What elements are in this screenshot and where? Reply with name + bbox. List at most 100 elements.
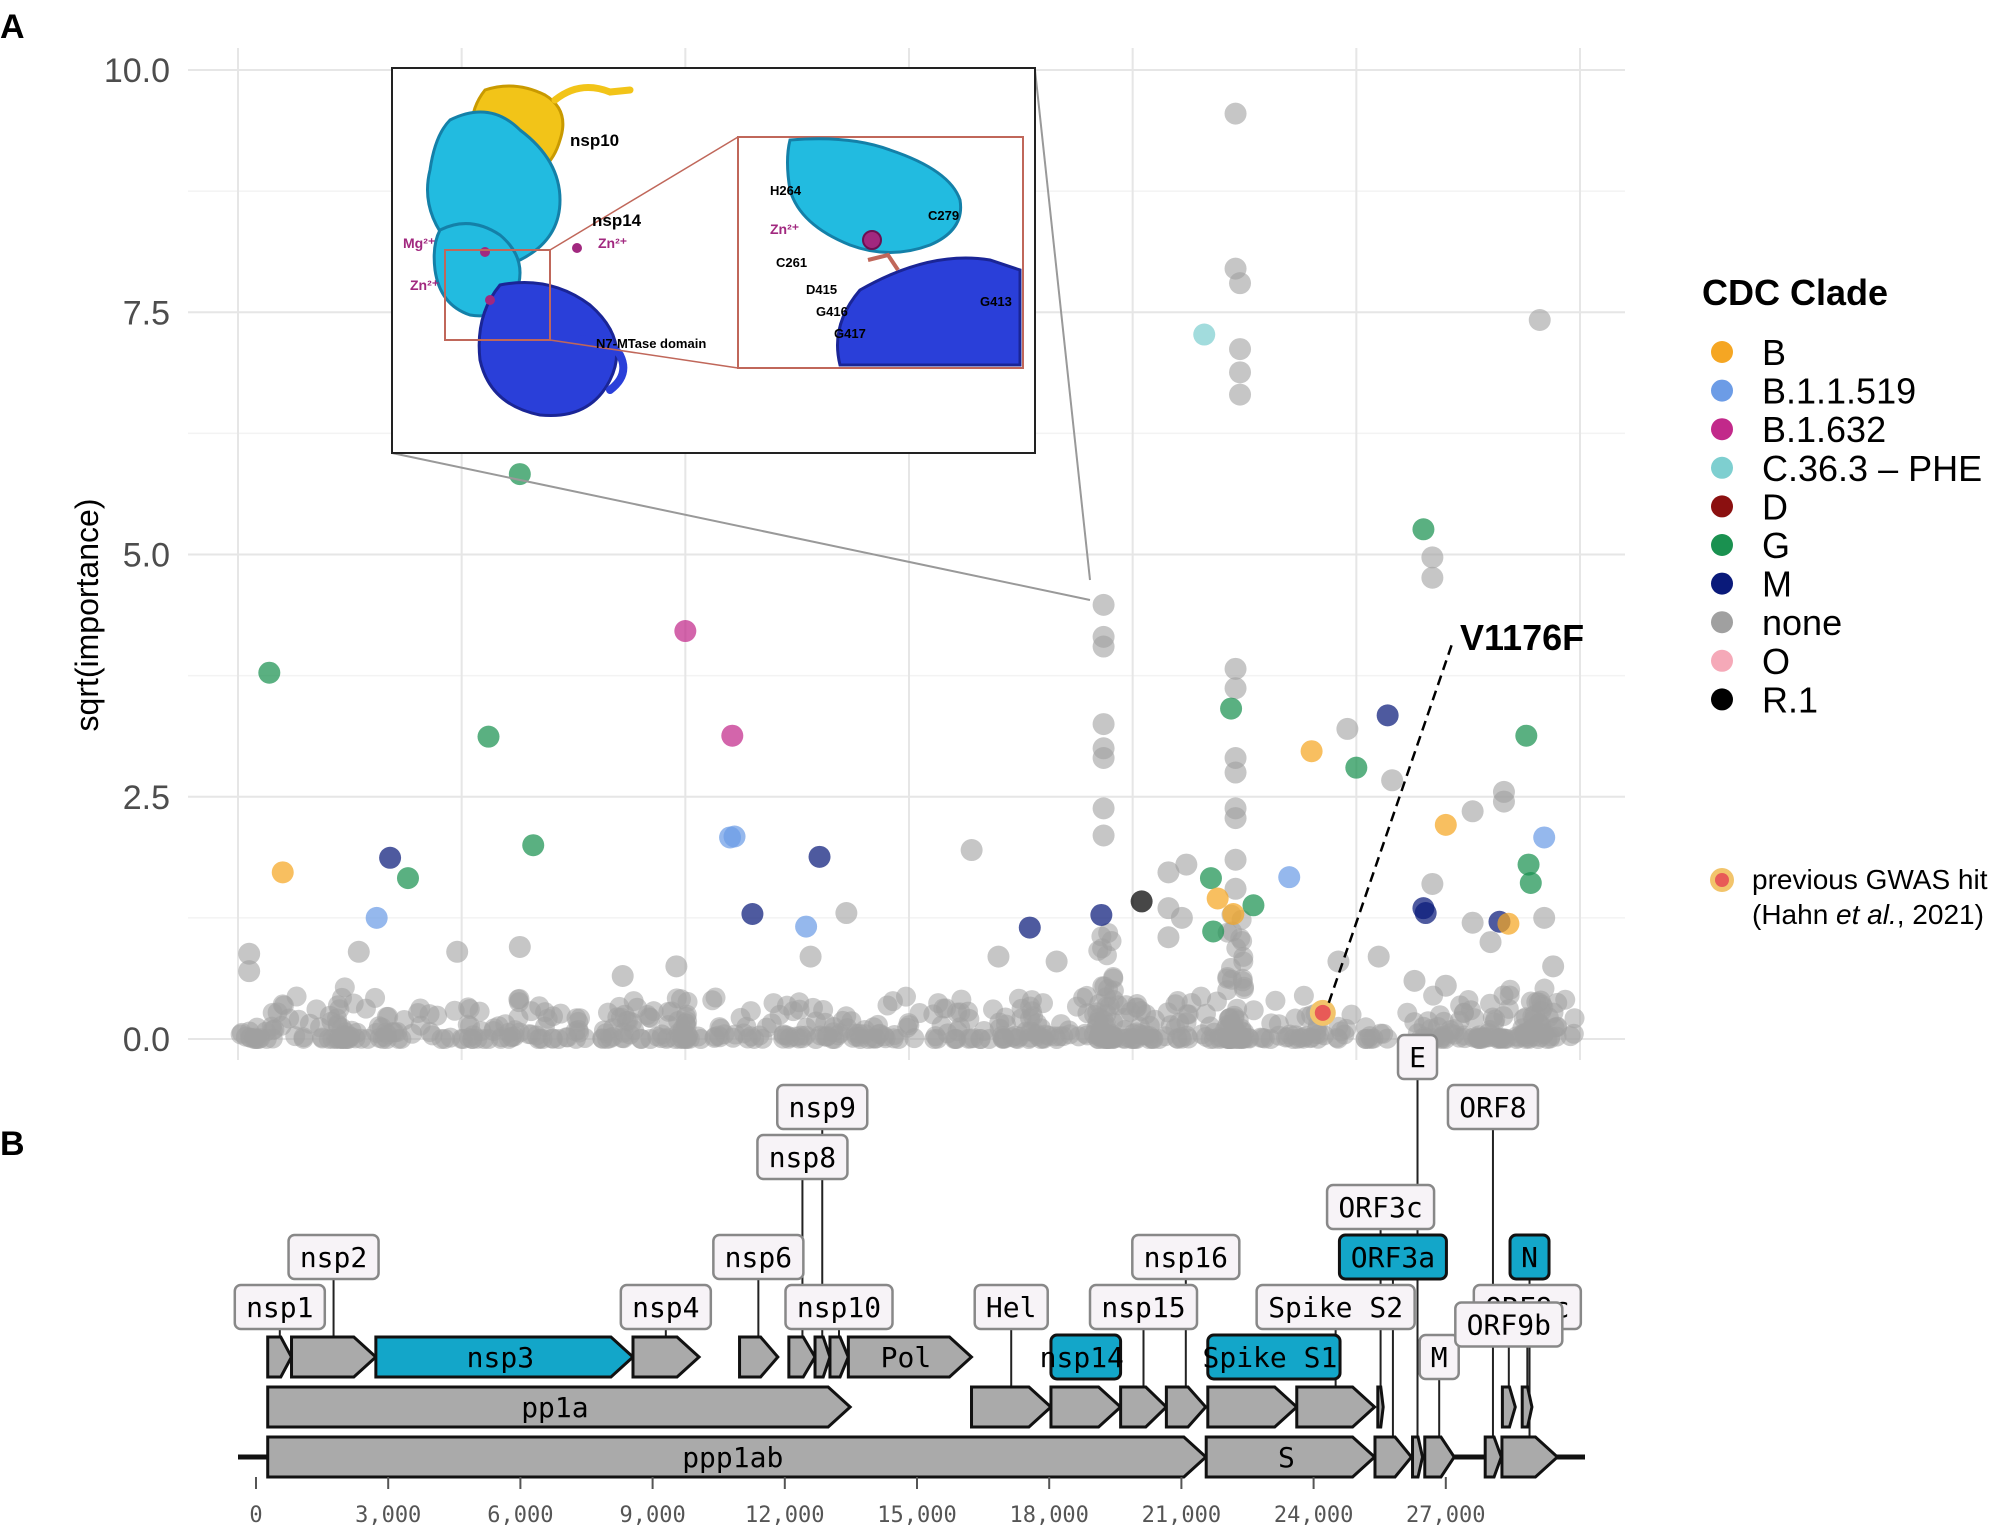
data-point-background	[1020, 1008, 1041, 1029]
data-point	[1092, 797, 1115, 820]
data-point	[271, 861, 294, 884]
data-point-background	[1534, 978, 1555, 999]
callout-box	[1337, 1233, 1448, 1281]
gene-arrow	[1520, 1385, 1534, 1429]
data-point-background	[542, 1028, 563, 1049]
data-point	[1175, 853, 1198, 876]
data-point-background	[335, 1025, 356, 1046]
data-point-background	[925, 1026, 946, 1047]
data-point-background	[1377, 1028, 1398, 1049]
data-point-background	[723, 1027, 744, 1048]
gene-label: nsp14	[1040, 1341, 1124, 1374]
data-point	[1202, 920, 1225, 943]
data-point-background	[950, 1017, 971, 1038]
callout-box	[1418, 1333, 1460, 1381]
callout-label: nsp8	[769, 1141, 836, 1174]
data-point-background	[1265, 990, 1286, 1011]
data-point-background	[877, 995, 898, 1016]
gene-arrow	[1164, 1385, 1208, 1429]
gene-label: Spike S1	[1202, 1341, 1337, 1374]
gene-arrow	[1206, 1385, 1299, 1429]
callout-label: Spike S2	[1268, 1291, 1403, 1324]
x-tick-label: 12,000	[745, 1503, 824, 1528]
data-point	[446, 940, 469, 963]
data-point-background	[1355, 1017, 1376, 1038]
data-point-background	[1285, 1008, 1306, 1029]
data-point	[238, 942, 261, 965]
x-tick-label: 15,000	[877, 1503, 956, 1528]
data-point-background	[444, 1000, 465, 1021]
callout-label: nsp16	[1144, 1241, 1228, 1274]
data-point-background	[1293, 985, 1314, 1006]
data-point-background	[823, 1017, 844, 1038]
gene-arrow	[738, 1335, 780, 1379]
data-point-background	[508, 992, 529, 1013]
legend-swatch	[1711, 572, 1733, 595]
gene-arrow	[828, 1335, 850, 1379]
residue-g417: G417	[834, 326, 866, 341]
gwas-legend: previous GWAS hit (Hahn et al., 2021)	[1710, 864, 1988, 930]
data-point	[1193, 323, 1216, 346]
gwas-legend-line1: previous GWAS hit	[1752, 864, 1988, 895]
data-point-background	[630, 1028, 651, 1049]
data-point	[1224, 657, 1247, 680]
callout-box	[784, 1283, 894, 1331]
data-point-background	[670, 989, 691, 1010]
data-point-background	[463, 1025, 484, 1046]
legend-swatch	[1711, 611, 1733, 634]
legend-label: O	[1762, 641, 1790, 682]
data-point	[1497, 912, 1520, 935]
residue-c279: C279	[928, 208, 959, 223]
callout-box	[233, 1283, 327, 1331]
gene-arrow	[1204, 1435, 1377, 1479]
data-point-background	[596, 1023, 617, 1044]
data-point	[1434, 974, 1457, 997]
x-tick-label: 6,000	[487, 1503, 553, 1528]
data-point-background	[1277, 1026, 1298, 1047]
data-point-background	[1142, 1028, 1163, 1049]
data-point	[1222, 902, 1245, 925]
data-point	[396, 867, 419, 890]
data-point	[1421, 872, 1444, 895]
legend-swatch	[1711, 418, 1733, 441]
callout-box	[756, 1133, 849, 1181]
callout-box	[619, 1283, 713, 1331]
callout-label: nsp15	[1101, 1291, 1185, 1324]
data-point	[1090, 903, 1113, 926]
protein-structure-inset: nsp10 nsp14 N7-MTase domain Mg²⁺ Zn²⁺ Zn…	[391, 67, 1091, 601]
data-point-background	[1336, 1018, 1357, 1039]
data-point	[477, 725, 500, 748]
data-point-background	[740, 1001, 761, 1022]
gene-arrow	[266, 1435, 1209, 1479]
data-point	[1533, 826, 1556, 849]
data-point-background	[365, 987, 386, 1008]
data-point	[1412, 518, 1435, 541]
x-tick-label: 0	[249, 1503, 262, 1528]
data-point-background	[994, 1028, 1015, 1049]
data-point-background	[427, 1005, 448, 1026]
y-axis-label: sqrt(importance)	[69, 499, 105, 732]
data-point-background	[904, 1028, 925, 1049]
callout-box	[1454, 1301, 1564, 1348]
highlighted-gene-box	[1049, 1333, 1123, 1381]
data-point-background	[288, 1009, 309, 1030]
data-point-background	[702, 990, 723, 1011]
callout-box	[287, 1233, 380, 1281]
data-point	[508, 935, 531, 958]
legend-title: CDC Clade	[1702, 272, 1888, 313]
residue-g413: G413	[980, 294, 1012, 309]
annotation-label: V1176F	[1460, 617, 1584, 658]
data-point	[238, 960, 261, 983]
data-point	[1229, 272, 1252, 295]
callout-label: nsp10	[797, 1291, 881, 1324]
data-point-background	[550, 1003, 571, 1024]
data-point	[1018, 916, 1041, 939]
data-point-background	[874, 1026, 895, 1047]
data-point-background	[1546, 1026, 1567, 1047]
y-tick-label: 7.5	[123, 294, 170, 332]
gwas-hit-point	[1314, 1004, 1331, 1021]
data-point-background	[1222, 921, 1243, 942]
callout-box	[1325, 1183, 1436, 1231]
gene-arrow	[1500, 1435, 1560, 1479]
